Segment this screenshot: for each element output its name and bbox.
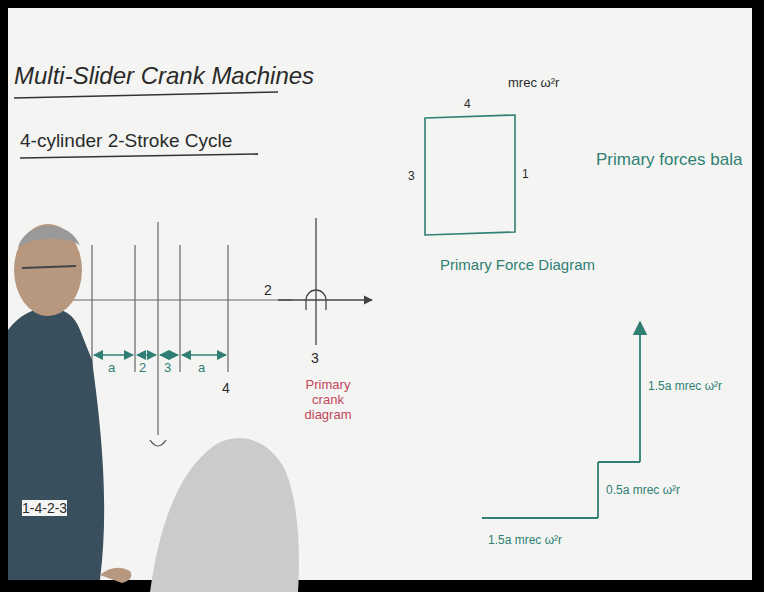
lecturer [8, 224, 131, 583]
board-label: mrec ω²r [508, 76, 559, 91]
board-label: 1.5a mrec ω²r [488, 534, 562, 548]
board-label: a [108, 361, 115, 376]
board-label: 4 [464, 98, 471, 112]
board-label: Primary Force Diagram [440, 256, 595, 273]
board-label: 2 [264, 282, 272, 298]
board-label: Primary forces bala [596, 150, 742, 170]
board-label: 3 [408, 170, 415, 184]
board-label: a [198, 361, 205, 376]
board-label: 3 [311, 350, 319, 366]
dimension-lines [94, 354, 226, 355]
board-label: 1 [522, 168, 529, 182]
board-title: Multi-Slider Crank Machines [14, 62, 314, 90]
board-label: Primary crank diagram [288, 378, 368, 423]
title-underline [14, 92, 278, 98]
board-label: 0.5a mrec ω²r [606, 484, 680, 498]
rotation-mark [150, 440, 166, 446]
shadow [150, 438, 299, 592]
crank-diagram [278, 218, 372, 345]
board-label: 4-cylinder 2-Stroke Cycle [20, 130, 232, 152]
board-label: 3 [164, 361, 171, 376]
whiteboard [8, 8, 752, 580]
board-label: 4 [222, 380, 230, 396]
board-label: 2 [139, 361, 146, 376]
board-label: 1-4-2-3 [22, 500, 67, 516]
subtitle-underline [20, 154, 258, 158]
crank-planes [70, 222, 292, 435]
board-label: 1.5a mrec ω²r [648, 380, 722, 394]
force-polygon [425, 115, 515, 235]
